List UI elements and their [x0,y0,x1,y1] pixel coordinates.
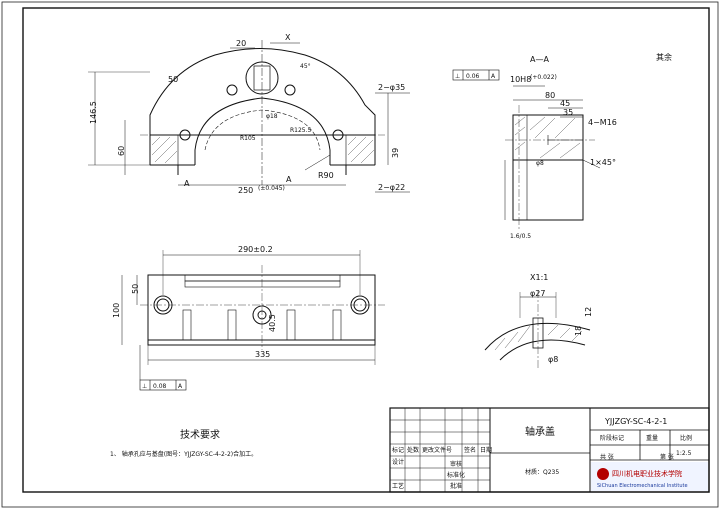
dim-250-tol: (±0.045) [258,185,285,192]
dim-2-phi22: 2−φ22 [378,183,405,192]
role-approve: 批准 [450,482,462,490]
dim-39: 39 [391,148,400,158]
dim-250: 250 [238,186,253,195]
school-name-cn: 四川机电职业技术学院 [612,469,682,478]
front-view [121,250,385,380]
front-tol-sym: ⊥ [142,383,147,390]
top-view [88,40,410,193]
section-d80: 80 [545,91,555,100]
section-d35: 35 [563,108,573,117]
dim-60: 60 [117,146,126,156]
section-tol-sym: ⊥ [455,73,460,80]
detail-hatch [494,324,583,351]
front-d290: 290±0.2 [238,245,273,254]
section-phi: φ8 [536,160,544,167]
scale-label: 比例 [680,434,692,442]
detail-phi8: φ8 [548,355,558,364]
sheet-total: 共 张 [600,453,614,461]
detail-d18: 18 [574,326,583,336]
detail-title: X1:1 [530,273,548,282]
section-chamfer: 1×45° [590,158,616,167]
tech-req-item: 1、 轴承孔应与基盘(图号：YJJZGY-SC-4-2-2)合加工。 [110,450,257,458]
material: 材质：Q235 [525,468,559,476]
role-design: 设计 [392,458,404,466]
dim-146-5: 146.5 [89,101,98,124]
section-fit: 10H8 [510,75,531,84]
dim-2-phi35: 2−φ35 [378,83,405,92]
weight-label: 重量 [646,434,658,442]
detail-d12: 12 [584,307,593,317]
dim-20: 20 [236,39,246,48]
scale-value: 1:2.5 [676,450,692,457]
rev-count: 处数 [407,446,419,454]
tech-req-title: 技术要求 [180,428,220,441]
angle-45: 45° [300,63,311,70]
dim-r50: 50 [168,75,178,84]
role-standard: 标准化 [447,471,465,479]
dim-r1: R105 [240,135,256,142]
detail-phi27: φ27 [530,289,545,298]
rev-date: 日期 [480,446,492,454]
role-process: 工艺 [392,482,404,490]
drawing-number: YJJZGY-SC-4-2-1 [604,417,667,426]
role-review: 审核 [450,460,462,468]
dim-phi18: φ18 [266,113,278,120]
arrow-a-left: A [184,179,190,188]
top-view-hatch [151,136,375,164]
section-fit-tol: (+0.022) [530,74,557,81]
rev-doc: 更改文件号 [422,446,452,454]
rev-sign: 签名 [464,446,476,454]
front-d40: 40.5 [268,314,277,332]
dim-r2: R125.5 [290,127,312,134]
section-bottom: 1.6/0.5 [510,233,531,240]
roughness-note: 其余 [656,52,672,62]
part-name: 轴承盖 [525,425,555,438]
section-view [504,85,601,230]
inner-frame [22,7,710,493]
section-title: A—A [530,55,549,64]
detail-view [484,290,591,370]
rev-mark: 标记 [392,446,404,454]
school-logo-icon [597,468,609,480]
sheet-number: 第 张 [660,453,674,461]
arrow-a-right: A [286,175,292,184]
front-d50: 50 [131,284,140,294]
title-block [389,407,710,493]
dim-r90: R90 [318,171,334,180]
stage-label: 阶段标记 [600,434,624,442]
front-tol-val: 0.08 [153,383,167,390]
front-tol-ref: A [178,383,183,390]
front-d335: 335 [255,350,270,359]
school-name-en: SiChuan Electromechanical Institute [597,483,688,489]
section-tol-val: 0.06 [466,73,480,80]
front-d100: 100 [112,303,121,318]
section-hatch [514,116,581,159]
x-label: X [285,33,291,42]
section-d45: 45 [560,99,570,108]
section-tol-ref: A [491,73,496,80]
section-thread: 4−M16 [588,118,617,127]
